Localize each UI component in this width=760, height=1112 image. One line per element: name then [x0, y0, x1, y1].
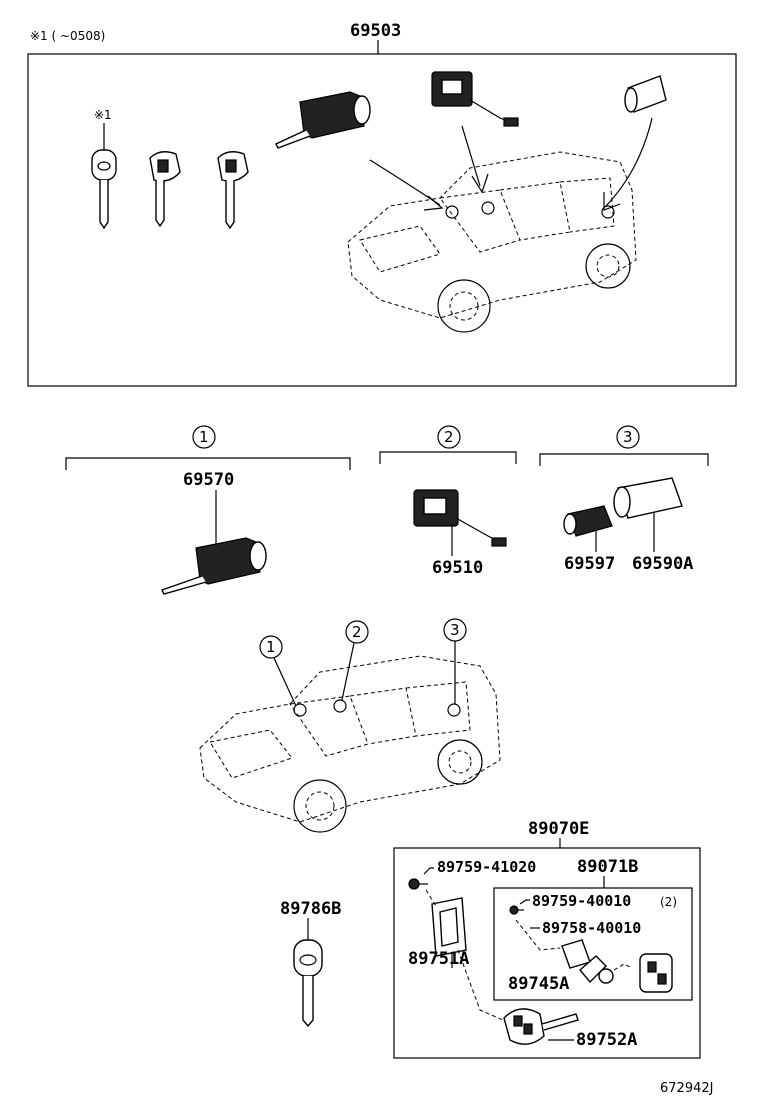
- door-lock-cylinder-icon-top: [431, 71, 519, 127]
- back-door-lock-cylinder-icon: [563, 505, 613, 537]
- group-3-badge: [616, 425, 640, 449]
- callout-2-badge: [345, 620, 369, 644]
- back-door-cylinder-icon-top: [624, 75, 667, 113]
- blank-key-part-number: 89786B: [280, 899, 341, 919]
- blank-key-icon: [293, 939, 323, 1028]
- ignition-cylinder-icon-top: [275, 91, 371, 149]
- small-screw-leader: [519, 899, 530, 905]
- arrow-door-head: [471, 173, 489, 194]
- group-3-part-number-b: 69590A: [632, 554, 693, 574]
- key-head-part-number: 89752A: [576, 1030, 637, 1050]
- remote-key-head-icon: [503, 1008, 579, 1045]
- callout-3-number: 3: [450, 621, 460, 639]
- sub-key-icon: [149, 151, 181, 228]
- key-note-text: ※1: [94, 108, 112, 122]
- transmitter-box: [493, 887, 693, 1001]
- small-screw-part-number: 89759-40010: [532, 892, 631, 910]
- vehicle-outline-top: [347, 151, 637, 333]
- callout-2-leader: [341, 642, 355, 701]
- door-lock-cylinder-icon: [413, 489, 507, 547]
- group-3-part-number-a: 69597: [564, 554, 615, 574]
- callout-2-number: 2: [352, 623, 362, 641]
- key-set-box: [27, 53, 737, 387]
- cover-part-number: 89758-40010: [542, 919, 641, 937]
- remote-kit-part-number: 89070E: [528, 819, 589, 839]
- group-1-part-number: 69570: [183, 470, 234, 490]
- transmitter-board-icon: [639, 953, 673, 993]
- group-3-bracket: [539, 453, 709, 466]
- arrow-ignition-leader: [369, 159, 441, 206]
- transmitter-part-number: 89071B: [577, 857, 638, 877]
- arrow-door-leader: [461, 125, 481, 187]
- screw-leader: [423, 867, 434, 875]
- small-screw-quantity: (2): [660, 895, 677, 909]
- group-2-part-number: 69510: [432, 558, 483, 578]
- screw-exploded-line: [425, 889, 437, 907]
- screw-part-number: 89759-41020: [437, 858, 536, 876]
- case-exploded-line: [457, 949, 513, 1025]
- group-3-number: 3: [623, 428, 633, 446]
- screw-icon: [408, 878, 428, 890]
- battery-exploded-line: [613, 963, 633, 971]
- key-case-part-number: 89751A: [408, 949, 469, 969]
- arrow-ignition-head: [423, 195, 444, 211]
- group-1-badge: [192, 425, 216, 449]
- footnote-text: ※1 ( ~0508): [30, 29, 105, 43]
- valet-key-icon: [217, 151, 249, 230]
- group-1-bracket: [65, 457, 351, 470]
- arrow-backdoor-head: [603, 192, 621, 211]
- remote-kit-box: [393, 847, 701, 1059]
- battery-icon: [598, 968, 614, 984]
- diagram-code: 672942J: [660, 1081, 713, 1096]
- small-screw-icon: [509, 905, 524, 915]
- callout-1-number: 1: [266, 638, 276, 656]
- group-2-bracket: [379, 451, 517, 464]
- group-1-number: 1: [199, 428, 209, 446]
- back-door-cover-icon: [613, 477, 683, 519]
- transmitter-exploded-line: [515, 919, 561, 951]
- key-case-icon: [431, 897, 467, 957]
- group-2-number: 2: [444, 428, 454, 446]
- battery-holder-icon: [579, 955, 607, 984]
- arrow-backdoor-leader: [605, 117, 653, 207]
- battery-part-number: 89745A: [508, 974, 569, 994]
- main-part-number: 69503: [350, 21, 401, 41]
- callout-1-leader: [273, 657, 297, 707]
- master-key-icon: [91, 149, 117, 230]
- vehicle-outline-middle: [199, 655, 501, 833]
- ignition-cylinder-icon: [161, 537, 267, 595]
- transmitter-cover-icon: [561, 939, 591, 969]
- callout-1-badge: [259, 635, 283, 659]
- group-2-badge: [437, 425, 461, 449]
